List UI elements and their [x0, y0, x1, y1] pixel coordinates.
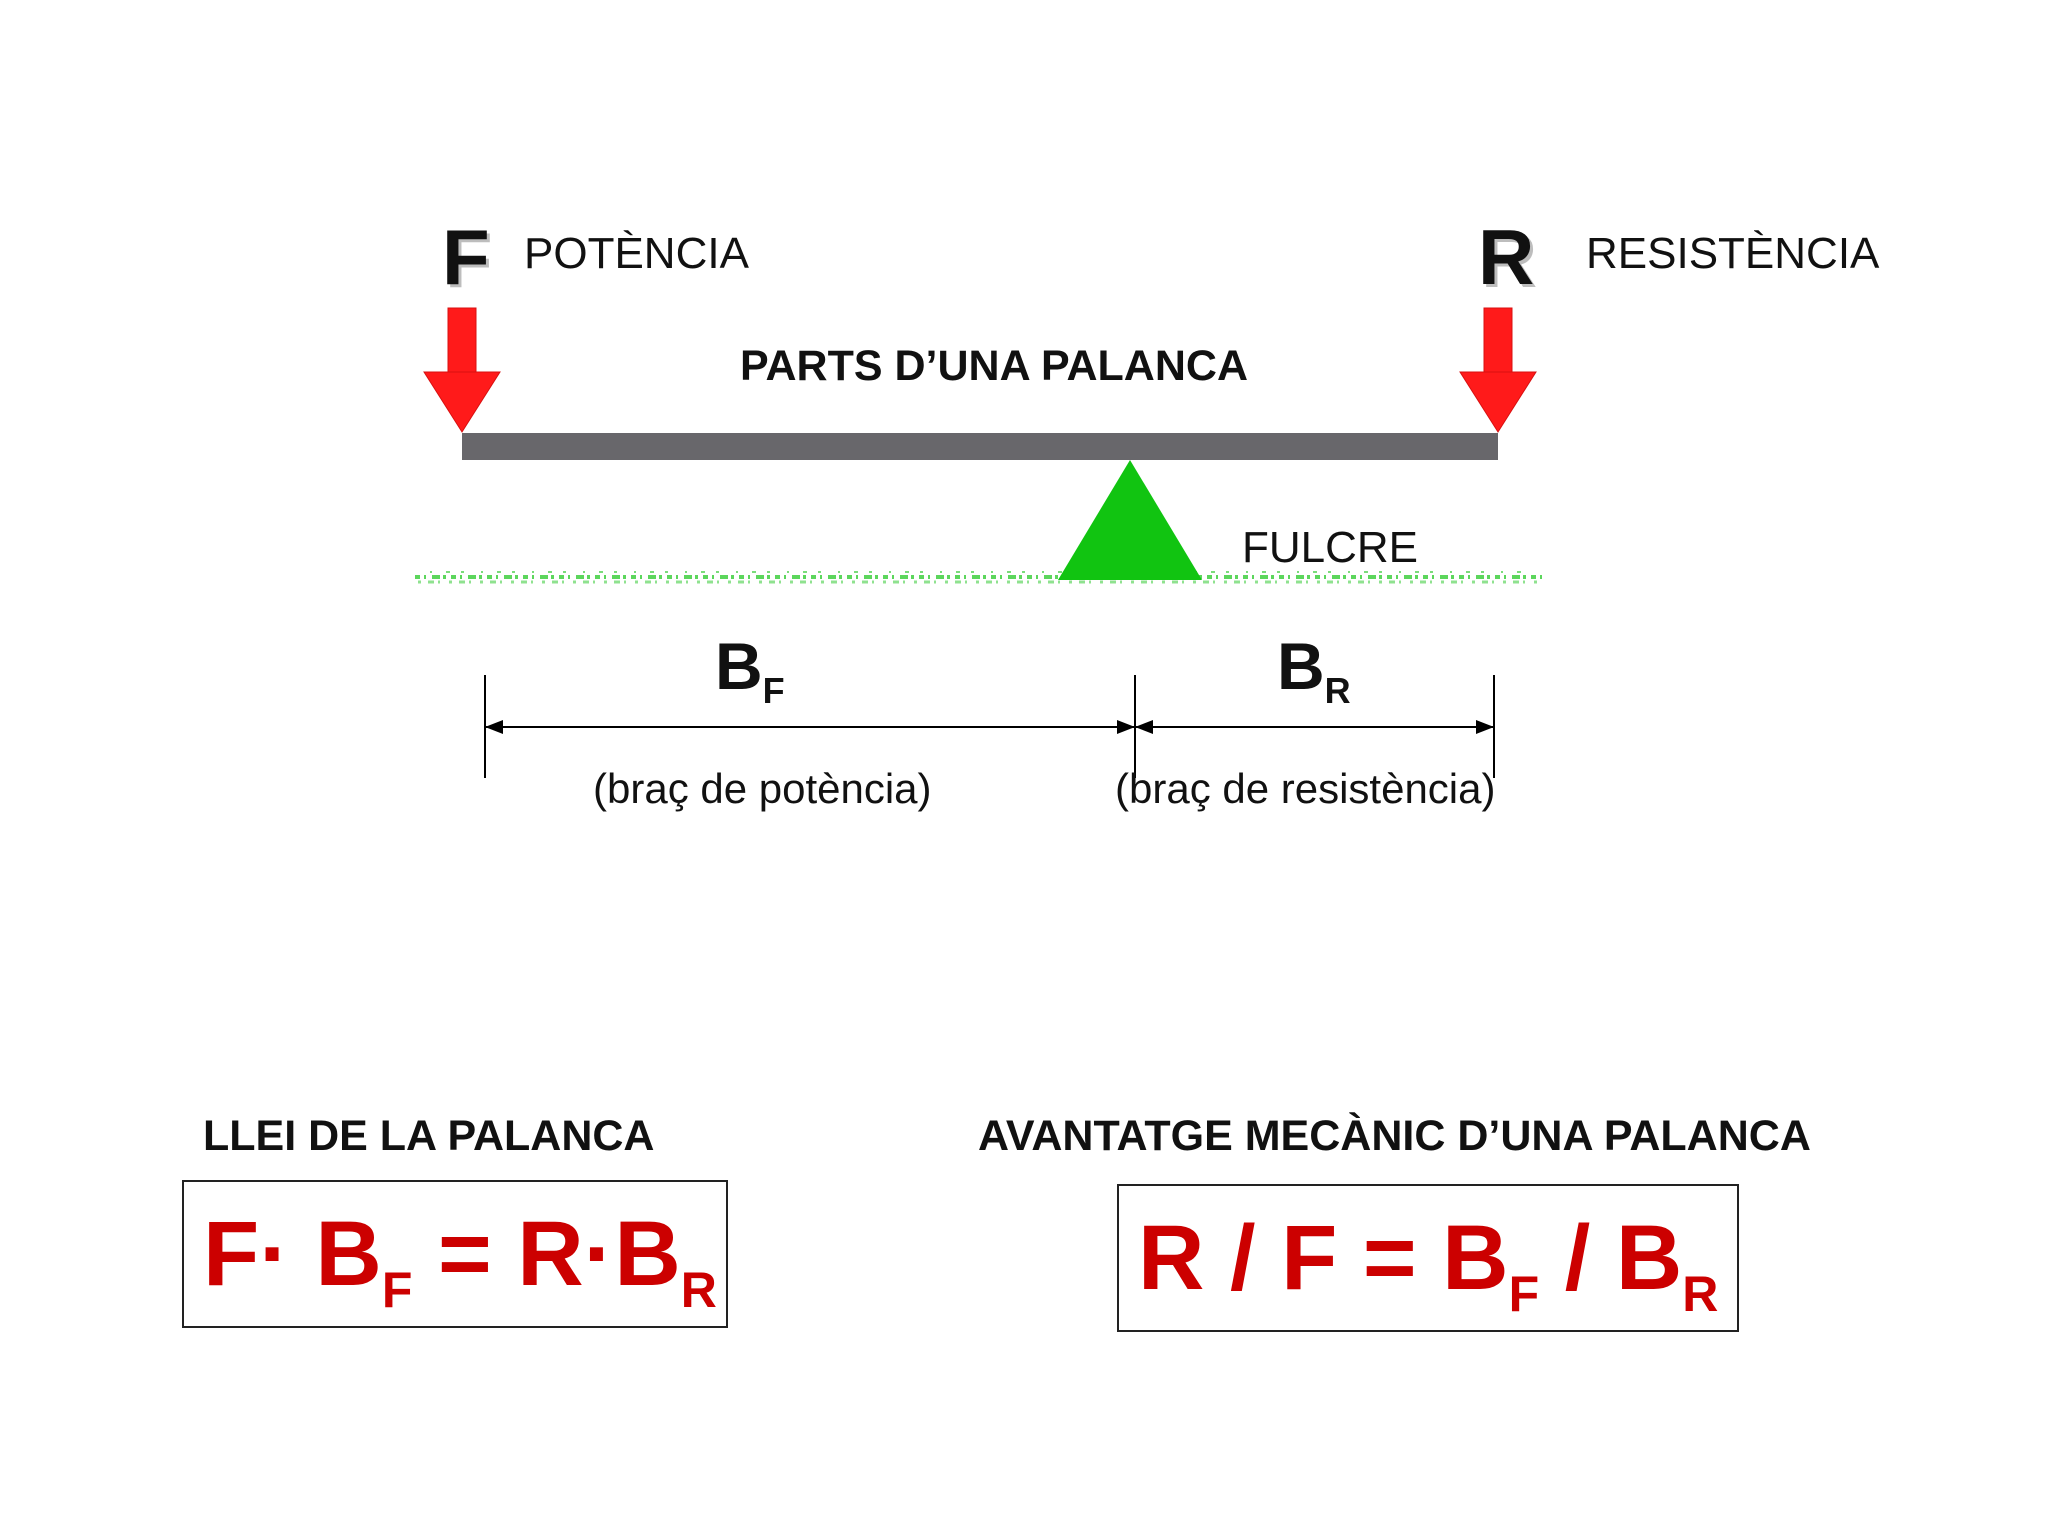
diagram-title: PARTS D’UNA PALANCA — [740, 342, 1249, 390]
advantage-formula-part-1: R / F = B — [1138, 1207, 1509, 1309]
effort-arm-text: (braç de potència) — [593, 765, 932, 812]
ground — [415, 571, 1545, 584]
law-formula-part-2: = R·B — [412, 1203, 681, 1305]
effort-arm-symbol: BF — [715, 633, 785, 709]
effort-letter: F — [442, 213, 490, 301]
effort-arm-dimension-line — [485, 720, 1135, 734]
load-arm-base: B — [1277, 629, 1325, 703]
load-arm-text: (braç de resistència) — [1115, 765, 1496, 812]
load-label: RESISTÈNCIA — [1586, 229, 1880, 278]
law-heading: LLEI DE LA PALANCA — [203, 1112, 655, 1160]
law-formula-part-1: F· B — [203, 1203, 382, 1305]
advantage-formula: R / F = BF / BR — [1138, 1212, 1718, 1319]
lever-beam — [462, 433, 1498, 460]
law-formula-box — [182, 1180, 728, 1328]
fulcrum-triangle — [1058, 460, 1202, 580]
effort-arrow-icon — [423, 307, 501, 433]
load-letter: R — [1478, 213, 1535, 301]
load-arm-dimension-line — [1135, 720, 1494, 734]
advantage-formula-sub-2: R — [1682, 1266, 1719, 1322]
effort-arm-base: B — [715, 629, 763, 703]
advantage-formula-part-2: / B — [1539, 1207, 1683, 1309]
effort-label: POTÈNCIA — [524, 229, 749, 278]
load-arm-symbol: BR — [1277, 633, 1351, 709]
advantage-heading: AVANTATGE MECÀNIC D’UNA PALANCA — [978, 1112, 1811, 1160]
load-arrow-icon — [1459, 307, 1537, 433]
law-formula-sub-1: F — [381, 1262, 413, 1318]
effort-arm-subscript: F — [762, 670, 785, 711]
law-formula-sub-2: R — [680, 1262, 717, 1318]
fulcrum-label: FULCRE — [1242, 523, 1419, 572]
load-arm-subscript: R — [1324, 670, 1351, 711]
advantage-formula-box — [1117, 1184, 1739, 1332]
law-formula: F· BF = R·BR — [203, 1208, 717, 1315]
advantage-formula-sub-1: F — [1508, 1266, 1540, 1322]
